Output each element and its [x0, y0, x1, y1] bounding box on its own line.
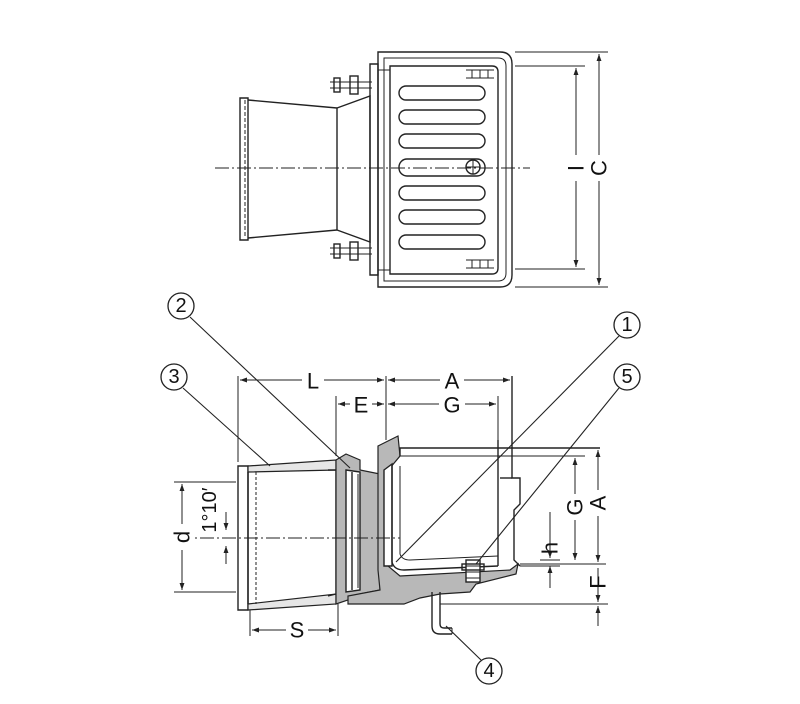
top-grate-frame	[389, 65, 499, 275]
dim-S-label: S	[290, 618, 305, 643]
top-hinge-lower	[466, 259, 494, 269]
top-anchor-bolt-lower	[330, 241, 372, 261]
callout-3-label: 3	[168, 366, 179, 388]
grate-slot	[398, 185, 486, 201]
callout-2: 2	[167, 292, 351, 469]
grate-slot	[398, 209, 486, 225]
dim-A-side-label: A	[586, 495, 611, 510]
dim-F-label: F	[586, 575, 611, 588]
pipe-wall-bottom	[247, 593, 337, 611]
callout-3: 3	[160, 363, 271, 467]
top-body-flange	[369, 63, 379, 276]
grate-top-line	[399, 447, 600, 456]
callout-4-label: 4	[483, 660, 494, 682]
fixing-bolt	[461, 559, 485, 583]
pipe-wall-top	[247, 459, 337, 473]
dim-G-side-label: G	[563, 498, 588, 515]
dim-G-top-label: G	[443, 393, 460, 418]
dim-E-label: E	[354, 393, 369, 418]
top-anchor-bolt-upper	[330, 75, 372, 95]
dim-I-label: I	[564, 165, 589, 171]
top-pipe-body	[247, 99, 338, 239]
angle-label: 1°10′	[199, 487, 221, 532]
callout-5: 5	[475, 363, 641, 565]
top-transition	[336, 95, 371, 243]
grate-slot	[398, 109, 486, 125]
dim-h-label: h	[538, 542, 563, 554]
dim-A-top-label: A	[445, 369, 460, 394]
bowl-inner	[391, 464, 499, 571]
callout-1-label: 1	[621, 314, 632, 336]
callout-2-label: 2	[175, 295, 186, 317]
callout-5-label: 5	[621, 366, 632, 388]
top-pipe-end	[239, 97, 249, 241]
grate-slots	[398, 85, 486, 250]
grate-slot	[398, 85, 486, 101]
top-view: I C	[215, 51, 612, 288]
grate-slot	[398, 158, 486, 177]
grate-slot	[398, 133, 486, 149]
callout-1: 1	[395, 311, 641, 563]
top-body-outline	[377, 51, 513, 288]
top-hinge-upper	[466, 69, 494, 79]
callout-4: 4	[445, 625, 503, 685]
grate-slot	[398, 234, 486, 250]
side-view: L E A G G A h F	[170, 368, 611, 643]
dim-L-label: L	[307, 369, 319, 394]
anchor-leg	[431, 592, 453, 635]
dim-d-label: d	[170, 531, 195, 543]
dim-C-label: C	[587, 160, 612, 176]
